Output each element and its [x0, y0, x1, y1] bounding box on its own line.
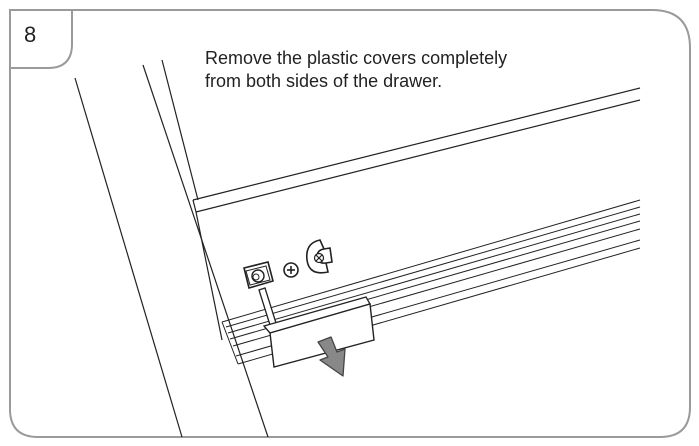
plastic-cover [262, 296, 375, 368]
removal-arrow-icon [317, 336, 346, 377]
c-clip-icon [305, 239, 333, 274]
step-number: 8 [24, 22, 37, 47]
instruction-text: Remove the plastic covers completely fro… [205, 47, 645, 93]
panel-frame [9, 9, 691, 438]
step-number-tab [10, 10, 73, 69]
instruction-line-2: from both sides of the drawer. [205, 71, 443, 91]
cross-screw-icon [283, 262, 299, 278]
cabinet-side [74, 59, 269, 438]
drawer-panel [192, 87, 641, 341]
screw-cap-icon [243, 261, 274, 290]
instruction-line-1: Remove the plastic covers completely [205, 48, 508, 68]
